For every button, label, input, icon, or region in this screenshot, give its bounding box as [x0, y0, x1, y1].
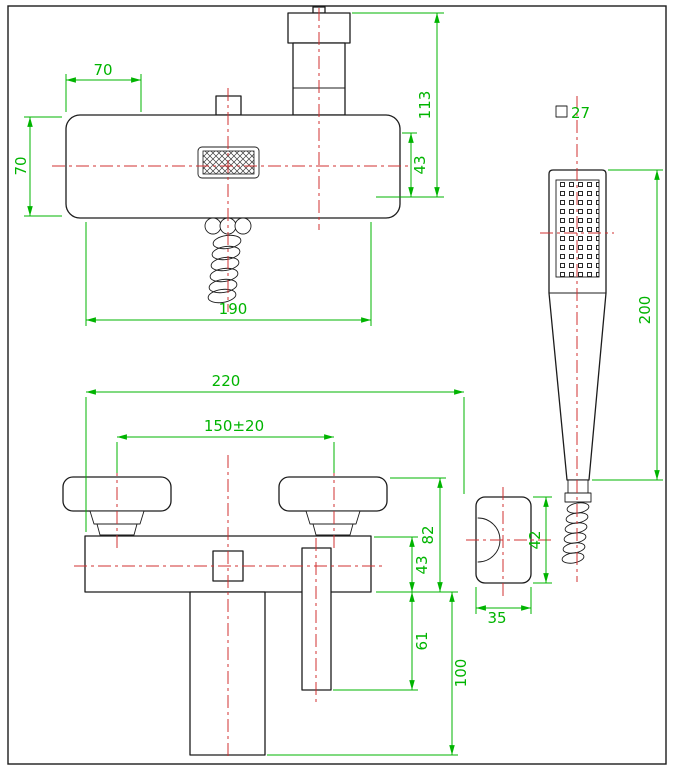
dim-handshower-length: 200	[592, 169, 663, 481]
dim-label-holder-height: 42	[526, 530, 544, 549]
dim-plan-body-depth: 43	[374, 536, 431, 592]
dim-plan-spout-reach: 100	[267, 592, 470, 756]
dim-label-plan-body-depth: 43	[413, 555, 431, 574]
dim-label-holder-width: 35	[487, 609, 506, 627]
dim-label-front-outlet-height: 43	[411, 155, 429, 174]
handle-nut	[564, 492, 592, 503]
dim-label-plan-spout-reach: 100	[452, 659, 470, 688]
dim-front-body-height: 70	[12, 116, 62, 217]
dim-front-left-offset: 70	[65, 61, 142, 112]
dimensions: 70 70 113 43 190 27	[12, 12, 663, 756]
dim-label-plan-overall-depth: 82	[419, 525, 437, 544]
dim-label-front-body-height: 70	[12, 156, 30, 175]
hose-section-square-symbol	[555, 105, 568, 118]
dim-holder-height: 42	[526, 496, 552, 584]
right-handle-top	[278, 476, 388, 512]
right-handle-base-lower	[312, 523, 354, 536]
dim-plan-overall-width: 220	[85, 372, 465, 532]
dim-label-front-connection-width: 190	[219, 300, 248, 318]
dim-plan-overall-depth: 82	[376, 477, 458, 593]
dim-label-plan-overall-width: 220	[212, 372, 241, 390]
dim-front-connection-width: 190	[85, 222, 372, 326]
dim-plan-diverter-reach: 61	[333, 592, 431, 691]
handle-connector	[567, 479, 589, 494]
dim-front-outlet-height: 43	[402, 132, 429, 197]
riser-column	[292, 42, 346, 116]
hose-spring-front	[207, 234, 242, 304]
dim-plan-connection-centres: 150±20	[116, 417, 335, 473]
dim-holder-width: 35	[475, 587, 532, 627]
dim-front-overall-height: 113	[352, 12, 444, 198]
dim-label-plan-diverter-reach: 61	[413, 631, 431, 650]
dim-label-front-left-offset: 70	[93, 61, 112, 79]
dim-label-handshower-length: 200	[636, 296, 654, 325]
hose-spring-handshower	[561, 502, 590, 564]
right-handle-base-upper	[305, 510, 361, 525]
dim-label-handshower-section: 27	[571, 104, 590, 122]
dim-handshower-section: 27	[571, 104, 590, 122]
dim-label-front-overall-height: 113	[416, 91, 434, 120]
dim-label-plan-connection-centres: 150±20	[204, 417, 264, 435]
centerlines	[52, 8, 614, 760]
